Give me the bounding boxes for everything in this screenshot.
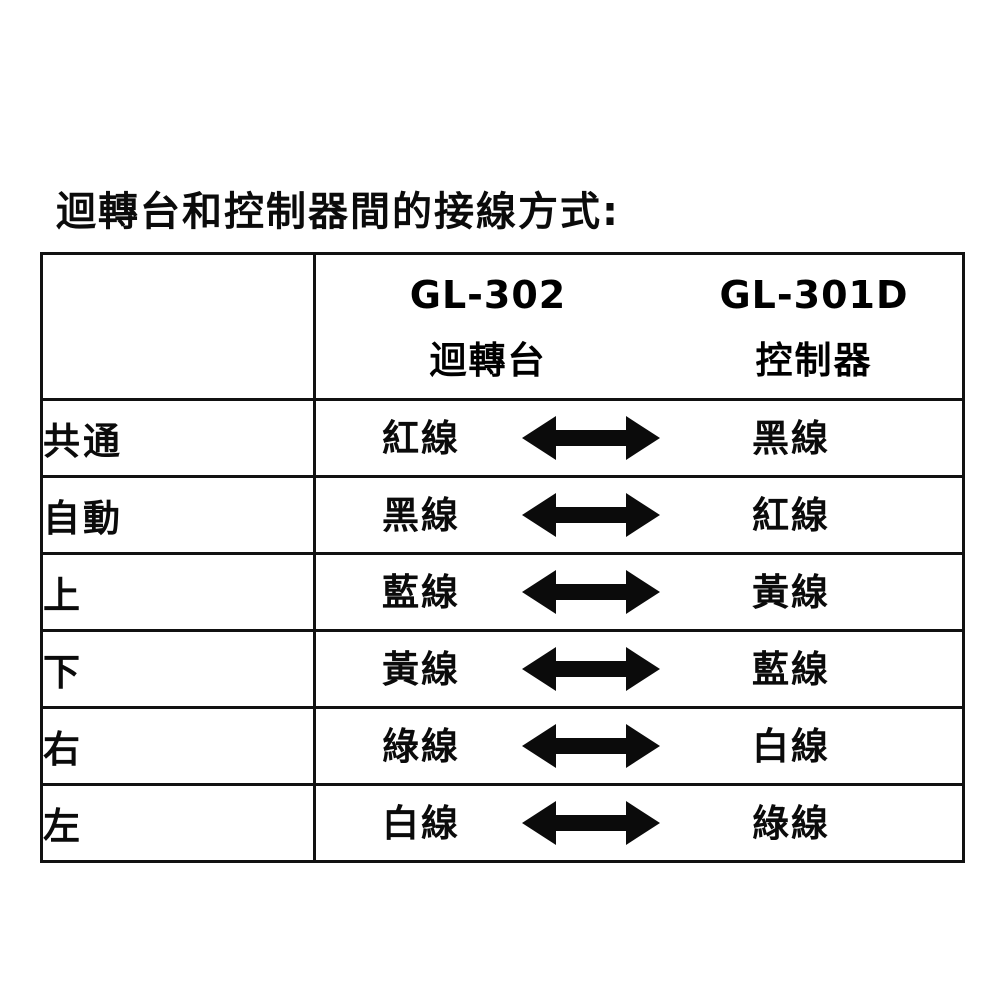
header-devices-cell: GL-302 GL-301D 迴轉台 控制器	[313, 252, 965, 401]
left-wire-label: 藍線	[382, 570, 460, 614]
header-device-stack: GL-302 GL-301D 迴轉台 控制器	[316, 255, 962, 398]
left-wire-label: 綠線	[382, 724, 460, 768]
table-row: 共通 紅線 黑線	[40, 398, 965, 478]
wire-pair-inner: 紅線 黑線	[316, 401, 962, 475]
wire-pair-inner: 黃線 藍線	[316, 632, 962, 706]
left-wire-label: 黑線	[382, 493, 460, 537]
wiring-table: GL-302 GL-301D 迴轉台 控制器 共通 紅線	[40, 252, 965, 863]
left-wire-label: 黃線	[382, 647, 460, 691]
left-wire-label: 紅線	[382, 416, 460, 460]
row-function-label: 共通	[40, 398, 316, 478]
right-wire-label: 白線	[752, 724, 830, 768]
row-wire-pair: 白線 綠線	[313, 783, 965, 863]
header-left-device-name: 迴轉台	[429, 339, 547, 382]
double-arrow-icon	[516, 567, 666, 617]
double-arrow-icon	[516, 413, 666, 463]
wire-pair-inner: 綠線 白線	[316, 709, 962, 783]
right-wire-label: 綠線	[752, 801, 830, 845]
left-wire-label: 白線	[382, 801, 460, 845]
right-wire-label: 黑線	[752, 416, 830, 460]
row-wire-pair: 黑線 紅線	[313, 475, 965, 555]
row-function-label: 右	[40, 706, 316, 786]
wire-pair-inner: 黑線 紅線	[316, 478, 962, 552]
row-function-label: 自動	[40, 475, 316, 555]
table-body: GL-302 GL-301D 迴轉台 控制器 共通 紅線	[40, 252, 965, 863]
right-wire-label: 藍線	[752, 647, 830, 691]
right-wire-label: 黃線	[752, 570, 830, 614]
table-row: 上 藍線 黃線	[40, 552, 965, 632]
table-row: 右 綠線 白線	[40, 706, 965, 786]
row-wire-pair: 藍線 黃線	[313, 552, 965, 632]
table-row: 下 黃線 藍線	[40, 629, 965, 709]
right-wire-label: 紅線	[752, 493, 830, 537]
table-row: 左 白線 綠線	[40, 783, 965, 863]
double-arrow-icon	[516, 798, 666, 848]
wire-pair-inner: 藍線 黃線	[316, 555, 962, 629]
header-device-name-line: 迴轉台 控制器	[316, 328, 962, 394]
double-arrow-icon	[516, 490, 666, 540]
header-left-device-model: GL-302	[409, 272, 567, 317]
row-wire-pair: 紅線 黑線	[313, 398, 965, 478]
table-header-row: GL-302 GL-301D 迴轉台 控制器	[40, 252, 965, 401]
wire-pair-inner: 白線 綠線	[316, 786, 962, 860]
header-right-device-name: 控制器	[755, 339, 873, 382]
header-right-device-model: GL-301D	[719, 272, 909, 317]
double-arrow-icon	[516, 644, 666, 694]
double-arrow-icon	[516, 721, 666, 771]
header-model-line: GL-302 GL-301D	[316, 262, 962, 328]
page-title: 迴轉台和控制器間的接線方式:	[56, 189, 620, 235]
row-function-label: 下	[40, 629, 316, 709]
row-wire-pair: 綠線 白線	[313, 706, 965, 786]
row-wire-pair: 黃線 藍線	[313, 629, 965, 709]
row-function-label: 上	[40, 552, 316, 632]
row-function-label: 左	[40, 783, 316, 863]
header-function-cell	[40, 252, 316, 401]
table-row: 自動 黑線 紅線	[40, 475, 965, 555]
